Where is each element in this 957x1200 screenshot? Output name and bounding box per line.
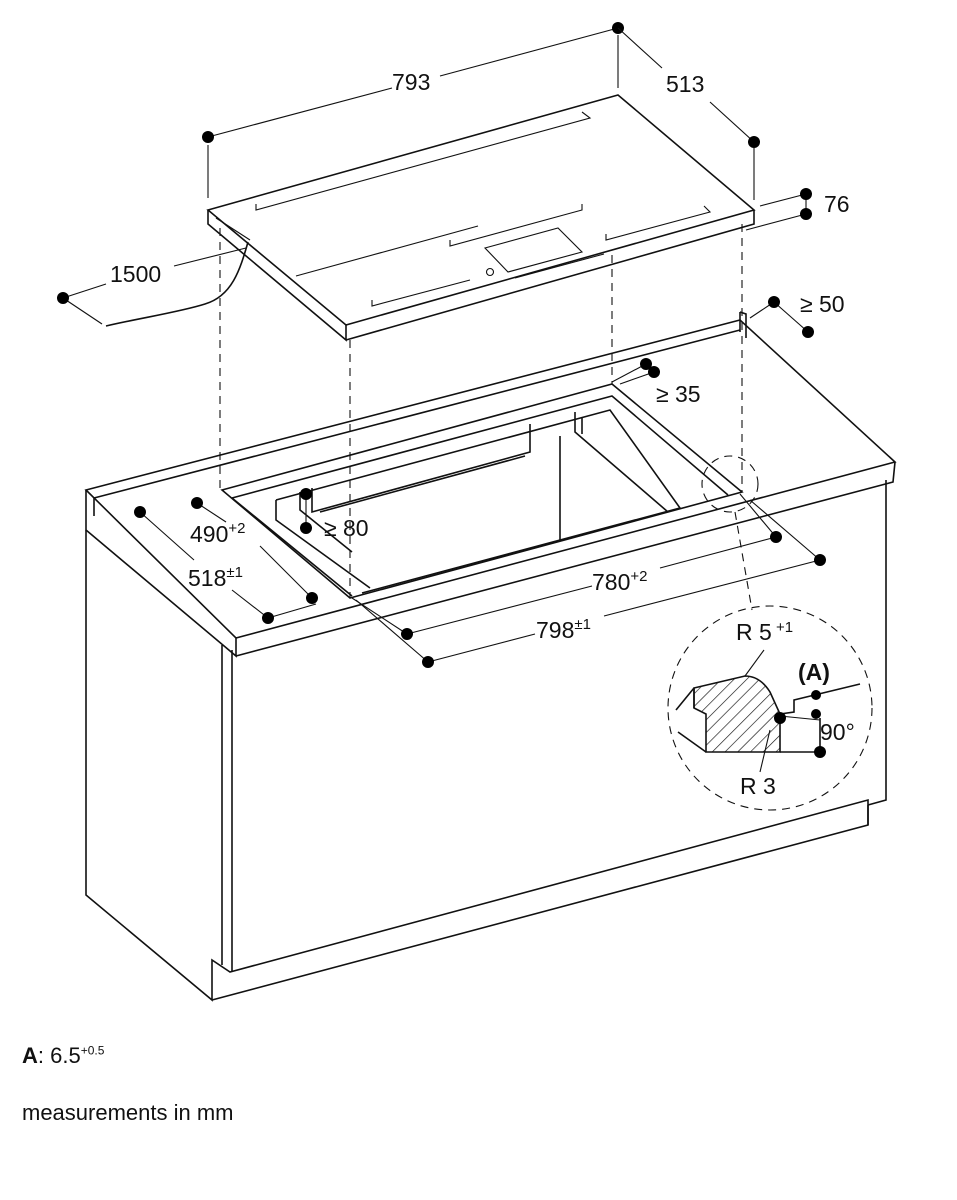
legend-a-tolerance: +0.5 (80, 1043, 105, 1058)
dim-depth-label: 513 (666, 71, 704, 97)
cutout (220, 383, 744, 599)
installation-diagram: 793 513 76 1500 ≥ 50 ≥ 35 ≥ 80 490+2 518… (57, 22, 897, 1002)
cooktop (206, 94, 756, 342)
radius-outer-value: R 5 (736, 619, 772, 645)
dim-recess-depth-value: 518 (188, 565, 226, 591)
detail-a-label: (A) (798, 659, 830, 685)
angle-label: 90° (820, 719, 855, 745)
legend-a-key: A (22, 1043, 38, 1068)
dim-cutout-depth-tolerance: +2 (228, 520, 245, 537)
dim-recess-width-label: 798±1 (536, 616, 591, 643)
projection-lines (219, 224, 873, 811)
dim-cutout-depth-value: 490 (190, 521, 228, 547)
dim-width-label: 793 (392, 69, 430, 95)
dim-rear-clearance-label: ≥ 50 (800, 291, 845, 317)
legend-units: measurements in mm (22, 1100, 234, 1125)
dim-cutout-width-label: 780+2 (592, 568, 647, 595)
legend-a: A: 6.5+0.5 (22, 1043, 104, 1069)
dim-cutout-width-value: 780 (592, 569, 630, 595)
dim-recess-depth-label: 518±1 (188, 564, 243, 591)
dim-recess-width-value: 798 (536, 617, 574, 643)
edge-detail (675, 649, 861, 773)
legend-a-separator: : (37, 1043, 45, 1068)
dim-cutout-width-tolerance: +2 (630, 568, 647, 585)
dim-height-label: 76 (824, 191, 850, 217)
dim-recess-width-tolerance: ±1 (574, 616, 591, 633)
dim-cable-label: 1500 (110, 261, 161, 287)
dim-side-clearance-label: ≥ 80 (324, 515, 369, 541)
dim-rear-edge-label: ≥ 35 (656, 381, 701, 407)
radius-inner-label: R 3 (740, 773, 776, 799)
dim-recess-depth-tolerance: ±1 (226, 564, 243, 581)
radius-outer-label: R 5 +1 (736, 619, 793, 645)
power-cable (105, 241, 249, 327)
legend-a-value: 6.5 (50, 1043, 81, 1068)
dim-cutout-depth-label: 490+2 (190, 520, 245, 547)
radius-outer-tolerance: +1 (772, 619, 793, 636)
dimension-lines (57, 22, 826, 668)
cabinet (85, 480, 887, 1002)
